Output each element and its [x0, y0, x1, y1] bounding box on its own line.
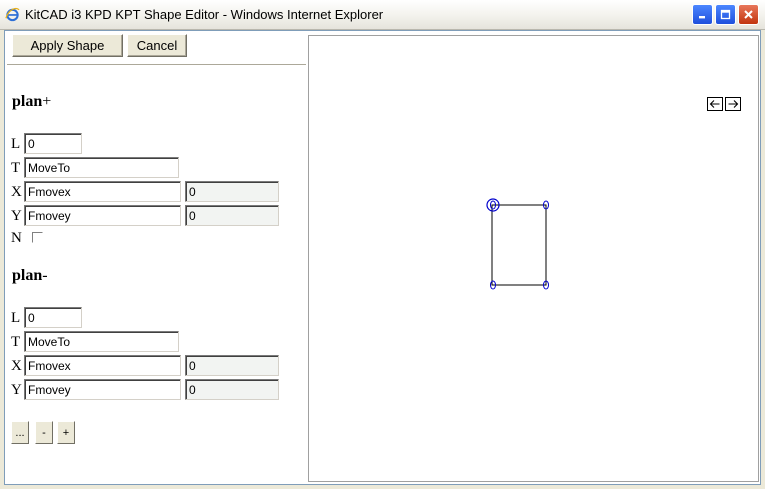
handle-top-left[interactable] — [490, 200, 496, 210]
title-bar[interactable]: KitCAD i3 KPD KPT Shape Editor - Windows… — [0, 0, 765, 30]
plan-plus-x-expr-input[interactable] — [24, 181, 181, 202]
remove-step-button[interactable]: - — [35, 421, 53, 444]
plan-plus-t-label: T — [11, 160, 21, 176]
minimize-button[interactable] — [692, 4, 713, 25]
add-step-button[interactable]: + — [57, 421, 75, 444]
plan-plus-y-label: Y — [11, 208, 22, 224]
plan-minus-y-label: Y — [11, 382, 22, 398]
handle-bottom-left[interactable] — [490, 280, 496, 290]
plan-plus-l-input[interactable] — [24, 133, 82, 154]
plan-plus-x-value[interactable] — [185, 181, 279, 202]
shape-drawing — [486, 198, 549, 290]
internet-explorer-icon — [5, 7, 20, 22]
plan-minus-title: plan- — [12, 267, 48, 285]
handle-bottom-right[interactable] — [543, 280, 549, 290]
minimize-icon — [699, 16, 705, 19]
plan-plus-n-checkbox[interactable] — [32, 232, 43, 243]
plan-minus-sign: - — [42, 267, 48, 284]
plan-minus-x-label: X — [11, 358, 22, 374]
arrow-left-icon — [709, 100, 720, 108]
previous-button[interactable] — [707, 97, 723, 111]
editor-panel: Apply Shape Cancel plan+ L T X Y N plan- — [5, 31, 306, 484]
plan-plus-l-label: L — [11, 136, 21, 152]
window-title: KitCAD i3 KPD KPT Shape Editor - Windows… — [25, 7, 384, 22]
plan-plus-sign: + — [42, 93, 52, 110]
plan-plus-n-label: N — [11, 230, 22, 246]
shape-outline — [491, 204, 547, 286]
plan-plus-title: plan+ — [12, 93, 51, 111]
plan-minus-t-input[interactable] — [24, 331, 179, 352]
apply-shape-button[interactable]: Apply Shape — [12, 34, 123, 57]
plan-minus-l-label: L — [11, 310, 21, 326]
plan-plus-title-text: plan — [12, 93, 43, 110]
plan-minus-title-text: plan — [12, 267, 43, 284]
plan-plus-x-label: X — [11, 184, 22, 200]
plan-plus-y-value[interactable] — [185, 205, 279, 226]
plan-minus-y-expr-input[interactable] — [24, 379, 181, 400]
cancel-button[interactable]: Cancel — [127, 34, 187, 57]
plan-plus-t-input[interactable] — [24, 157, 179, 178]
plan-minus-l-input[interactable] — [24, 307, 82, 328]
close-icon — [744, 10, 753, 19]
more-options-button[interactable]: ... — [11, 421, 29, 444]
active-handle-ring[interactable] — [486, 198, 500, 212]
maximize-icon — [720, 9, 731, 20]
plan-minus-x-expr-input[interactable] — [24, 355, 181, 376]
close-button[interactable] — [738, 4, 759, 25]
page-content: Apply Shape Cancel plan+ L T X Y N plan- — [4, 30, 761, 485]
maximize-button[interactable] — [715, 4, 736, 25]
shape-preview-canvas[interactable] — [308, 35, 759, 482]
plan-minus-x-value[interactable] — [185, 355, 279, 376]
arrow-right-icon — [728, 100, 739, 108]
toolbar-separator — [7, 64, 306, 66]
plan-plus-y-expr-input[interactable] — [24, 205, 181, 226]
handle-top-right[interactable] — [543, 200, 549, 210]
plan-minus-t-label: T — [11, 334, 21, 350]
next-button[interactable] — [725, 97, 741, 111]
plan-minus-y-value[interactable] — [185, 379, 279, 400]
